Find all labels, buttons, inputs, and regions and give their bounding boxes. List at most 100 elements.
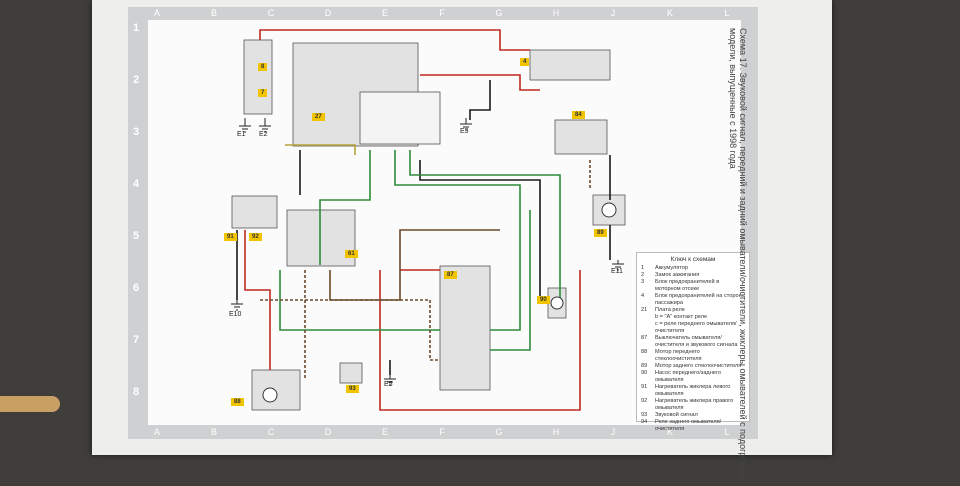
ground-label-e2: E2 bbox=[259, 131, 268, 138]
legend-item-text: Реле заднего омывателя/очистителя bbox=[655, 419, 722, 432]
wiring-diagram bbox=[231, 29, 626, 411]
ground-label-e5: E5 bbox=[384, 381, 393, 388]
legend-item-text: Блок предохранителей в моторном отсеке bbox=[655, 279, 720, 292]
column-label-top-j: J bbox=[610, 8, 616, 18]
tag-90: 90 bbox=[537, 296, 550, 304]
column-label-top-c: C bbox=[267, 8, 275, 18]
column-label-top-a: A bbox=[153, 8, 160, 18]
legend-item: 2 Замок зажигания bbox=[641, 272, 745, 279]
tag-88: 88 bbox=[231, 398, 244, 406]
wire-green-2 bbox=[409, 150, 561, 300]
row-label-7: 7 bbox=[133, 334, 140, 346]
column-label-bottom-k: K bbox=[666, 427, 673, 437]
fuse-box-passenger bbox=[529, 49, 611, 81]
legend-item-text: c = реле переднего омывателя/очистителя bbox=[655, 321, 737, 334]
legend-item-number: 88 bbox=[641, 349, 648, 355]
relay-c-box bbox=[359, 91, 441, 145]
tag-7: 7 bbox=[258, 89, 268, 97]
legend-item: 89 Мотор заднего стеклоочистителя bbox=[641, 363, 745, 370]
wire-red-1 bbox=[259, 29, 530, 51]
wire-red-3 bbox=[244, 230, 271, 370]
column-label-bottom-e: E bbox=[381, 427, 388, 437]
legend-item-text: Звуковой сигнал bbox=[655, 412, 698, 418]
legend-item-number: 89 bbox=[641, 363, 648, 369]
legend-item-text: Мотор заднего стеклоочистителя bbox=[655, 363, 742, 369]
column-label-top-h: H bbox=[552, 8, 560, 18]
column-label-bottom-b: B bbox=[210, 427, 217, 437]
switch-87-box bbox=[439, 265, 491, 391]
legend-item-text: Блок предохранителей на стороне пассажир… bbox=[655, 293, 745, 306]
tag-92: 92 bbox=[249, 233, 262, 241]
legend-item-text: Нагреватель жиклера левого омывателя bbox=[655, 384, 731, 397]
legend-item-number bbox=[641, 321, 655, 335]
horn-box bbox=[339, 362, 363, 384]
motor-icon-89 bbox=[601, 202, 617, 218]
ground-symbol-e10 bbox=[231, 300, 243, 311]
legend-item-text: Выключатель омывателя/очистителя и звуко… bbox=[655, 335, 738, 348]
row-label-3: 3 bbox=[133, 126, 140, 138]
legend-item-text: b = "A" контакт реле bbox=[655, 314, 708, 320]
tag-84: 84 bbox=[572, 111, 585, 119]
tag-89: 89 bbox=[594, 229, 607, 237]
column-label-bottom-j: J bbox=[610, 427, 616, 437]
motor-icon-88 bbox=[262, 387, 278, 403]
tag-87: 87 bbox=[444, 271, 457, 279]
connector-block bbox=[286, 209, 356, 267]
tag-4: 4 bbox=[520, 58, 530, 66]
wire-red-5 bbox=[379, 270, 581, 411]
legend-item: 88 Мотор переднего стеклоочистителя bbox=[641, 349, 745, 363]
column-label-top-d: D bbox=[324, 8, 332, 18]
column-label-bottom-h: H bbox=[552, 427, 560, 437]
rear-wiper-relay-box bbox=[554, 119, 608, 155]
wire-green-3 bbox=[319, 150, 371, 265]
wire-green-5 bbox=[279, 270, 440, 331]
column-label-top-l: L bbox=[724, 8, 730, 18]
tag-91: 91 bbox=[224, 233, 237, 241]
legend-item-number: 92 bbox=[641, 398, 648, 404]
legend-item: 90 Насос переднего/заднего омывателя bbox=[641, 370, 745, 384]
row-label-6: 6 bbox=[133, 282, 140, 294]
legend-item-text: Плата реле bbox=[655, 307, 685, 313]
legend-item-number: 94 bbox=[641, 419, 648, 425]
ground-symbol-e11 bbox=[612, 260, 624, 271]
ground-symbol-e1 bbox=[239, 118, 251, 133]
row-label-8: 8 bbox=[133, 386, 140, 398]
legend-item-number: 90 bbox=[641, 370, 648, 376]
tag-93: 93 bbox=[346, 385, 359, 393]
legend-item-number: 1 bbox=[641, 265, 645, 271]
wire-green-1 bbox=[394, 150, 521, 331]
wire-red-2 bbox=[420, 74, 540, 91]
ground-symbol-e5 bbox=[384, 375, 396, 386]
legend-item-number: 2 bbox=[641, 272, 645, 278]
column-label-bottom-g: G bbox=[495, 427, 503, 437]
pencil bbox=[0, 396, 60, 412]
motor-icon-90 bbox=[550, 296, 564, 310]
legend-item-text: Насос переднего/заднего омывателя bbox=[655, 370, 721, 383]
legend-item-text: Мотор переднего стеклоочистителя bbox=[655, 349, 702, 362]
legend-item-number: 3 bbox=[641, 279, 645, 285]
legend-heading: Ключ к схемам bbox=[670, 256, 716, 263]
ground-symbol-e3 bbox=[460, 118, 472, 131]
wire-yellow-1 bbox=[285, 144, 356, 155]
legend-item: 94 Реле заднего омывателя/очистителя bbox=[641, 419, 745, 433]
row-label-4: 4 bbox=[133, 178, 140, 190]
legend-item-number: 91 bbox=[641, 384, 648, 390]
title-line-1: Схема 17. Звуковой сигнал, передний и за… bbox=[738, 28, 748, 486]
legend-item-text: Замок зажигания bbox=[655, 272, 700, 278]
column-label-bottom-f: F bbox=[439, 427, 445, 437]
row-label-2: 2 bbox=[133, 74, 140, 86]
wire-green-4 bbox=[490, 210, 531, 351]
column-label-top-f: F bbox=[439, 8, 445, 18]
row-label-5: 5 bbox=[133, 230, 140, 242]
legend-item-number bbox=[641, 314, 655, 321]
tag-61: 61 bbox=[345, 250, 358, 258]
legend-item: c = реле переднего омывателя/очистителя bbox=[641, 321, 745, 335]
column-label-bottom-l: L bbox=[724, 427, 730, 437]
